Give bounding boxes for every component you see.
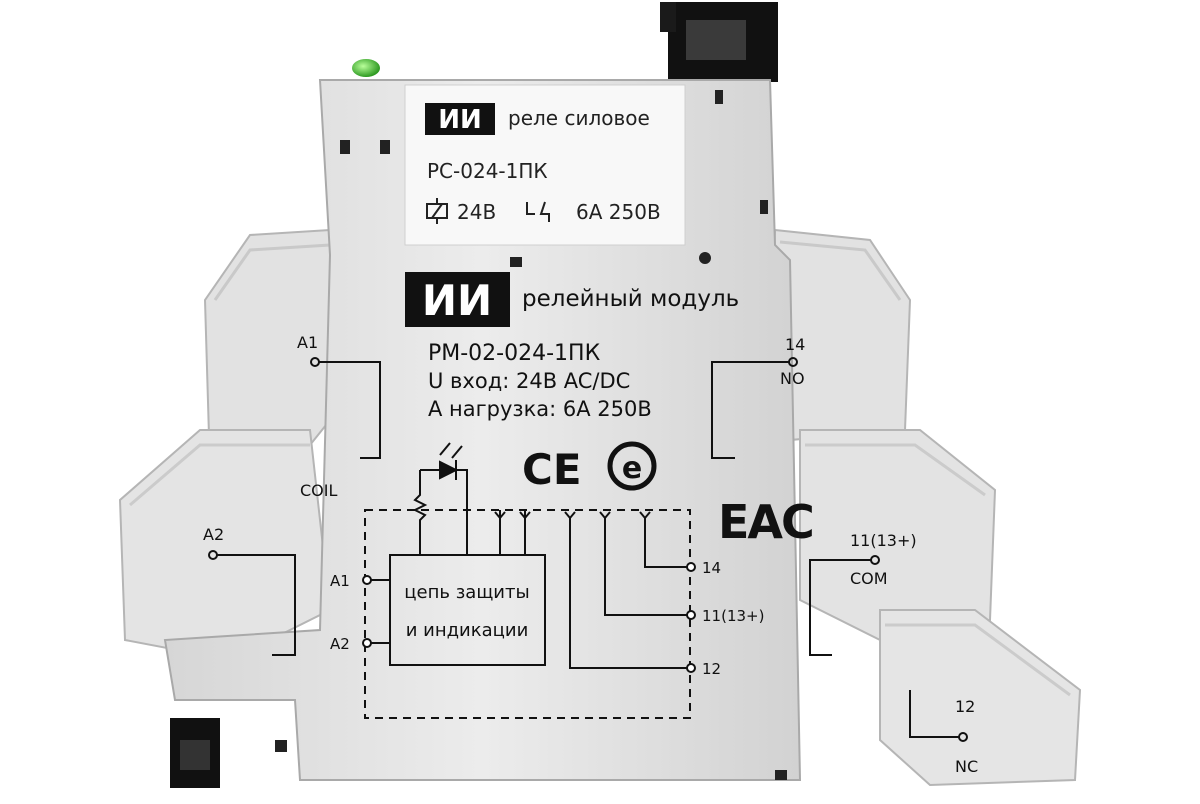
eac-mark: EAC xyxy=(718,495,813,549)
contact-wire xyxy=(809,559,871,656)
protection-circuit-block xyxy=(389,554,546,666)
schematic-terminal xyxy=(686,610,696,620)
housing-slot xyxy=(275,740,287,752)
left-terminal-block-lower xyxy=(118,429,332,662)
terminal-label-12: 12 xyxy=(955,697,975,716)
module-load-spec: А нагрузка: 6А 250В xyxy=(428,397,652,421)
terminal-label-11: 11(13+) xyxy=(850,531,917,550)
relay-brand-logo: ИИ xyxy=(425,103,495,135)
schematic-terminal xyxy=(362,638,372,648)
terminal-label-14: 14 xyxy=(785,335,805,354)
coil-wire xyxy=(217,554,296,656)
module-housing xyxy=(163,79,802,781)
housing-slot xyxy=(510,257,522,267)
terminal-label-a1: A1 xyxy=(297,333,318,352)
schematic-label-a1: A1 xyxy=(330,572,350,590)
terminal-label-no: NO xyxy=(780,369,805,388)
module-brand-logo: ИИ xyxy=(405,272,510,327)
schematic-terminal xyxy=(362,575,372,585)
relay-coil-voltage: 24В xyxy=(457,200,496,224)
schematic-terminal xyxy=(686,562,696,572)
schematic-label-a2: A2 xyxy=(330,635,350,653)
terminal-label-com: COM xyxy=(850,569,888,588)
schematic-terminal xyxy=(686,663,696,673)
coil-wire xyxy=(319,361,381,459)
contact-symbol-icon xyxy=(526,201,550,222)
terminal-label-a2: A2 xyxy=(203,525,224,544)
terminal-label-nc: NC xyxy=(955,757,978,776)
protection-block-line2: и индикации xyxy=(406,620,529,641)
housing-slot xyxy=(340,140,350,154)
top-clip xyxy=(660,2,778,82)
contact-wire xyxy=(711,361,789,459)
right-terminal-block-middle xyxy=(799,429,997,642)
schematic-label-11: 11(13+) xyxy=(702,607,764,625)
schematic-label-12: 12 xyxy=(702,660,721,678)
indicator-led xyxy=(352,59,380,77)
certification-mark-icon: e xyxy=(607,441,657,491)
housing-hole xyxy=(699,252,711,264)
relay-title: реле силовое xyxy=(508,106,650,130)
terminal-label-coil: COIL xyxy=(300,481,337,500)
module-input-spec: U вход: 24В AC/DC xyxy=(428,369,630,393)
ce-mark: CE xyxy=(522,445,582,494)
module-model: РМ-02-024-1ПК xyxy=(428,341,601,366)
right-terminal-block-lower xyxy=(879,609,1082,787)
housing-slot xyxy=(775,770,787,780)
housing-slot xyxy=(380,140,390,154)
relay-contact-rating: 6А 250В xyxy=(576,200,661,224)
schematic-label-14: 14 xyxy=(702,559,721,577)
coil-symbol-icon xyxy=(426,198,448,224)
svg-text:e: e xyxy=(622,451,642,486)
bottom-latch xyxy=(170,718,220,788)
relay-brand-text: ИИ xyxy=(438,105,482,135)
schematic-wiring xyxy=(370,510,690,669)
housing-slot xyxy=(760,200,768,214)
protection-block-line1: цепь защиты xyxy=(404,582,529,603)
housing-slot xyxy=(715,90,723,104)
module-brand-text: ИИ xyxy=(422,276,492,325)
module-title: релейный модуль xyxy=(522,286,739,312)
contact-wire xyxy=(909,690,959,738)
led-symbol-icon xyxy=(412,442,468,555)
relay-model: РС-024-1ПК xyxy=(427,159,548,183)
